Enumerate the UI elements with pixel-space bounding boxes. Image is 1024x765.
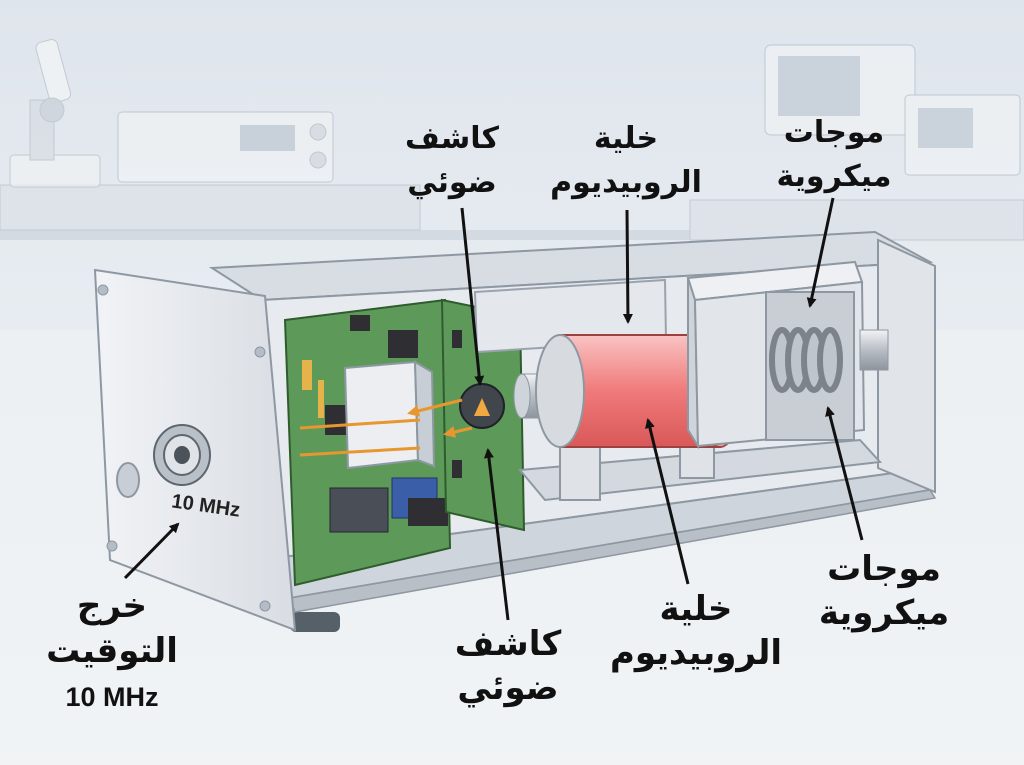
label-microwave-top: موجات ميكروية — [776, 115, 891, 194]
bench-instrument-left — [117, 111, 334, 183]
light-path — [407, 398, 473, 438]
label-line: موجات — [827, 549, 941, 589]
label-line: خلية — [594, 121, 658, 156]
label-rubidium-cell-bottom: خلية الروبيديوم — [610, 589, 782, 673]
label-line: خلية — [660, 589, 733, 629]
control-pcb — [283, 298, 452, 587]
microwave-cavity — [686, 260, 889, 450]
label-rubidium-cell-top: خلية الروبيديوم — [550, 121, 702, 200]
label-timing-output: خرج التوقيت 10 MHz — [46, 586, 178, 712]
label-line: ميكروية — [776, 159, 891, 194]
label-line: التوقيت — [46, 631, 178, 671]
front-panel: 10 MHz — [93, 268, 297, 632]
microscope-icon — [9, 39, 101, 188]
label-line: ضوئي — [457, 668, 558, 708]
microwave-coil-icon — [769, 327, 843, 393]
label-photodetector-bottom: كاشف ضوئي — [455, 624, 562, 708]
label-microwave-bottom: موجات ميكروية — [819, 549, 949, 633]
label-line: الروبيديوم — [610, 633, 782, 673]
label-line: ميكروية — [819, 593, 949, 633]
label-line: خرج — [77, 586, 147, 626]
label-line: 10 MHz — [65, 682, 158, 712]
label-line: الروبيديوم — [550, 165, 702, 200]
label-line: كاشف — [405, 121, 499, 156]
bench-monitor-right — [764, 44, 1021, 176]
label-line: ضوئي — [407, 165, 496, 200]
label-line: كاشف — [455, 624, 562, 664]
callout-arrows — [123, 197, 864, 621]
label-line: موجات — [784, 115, 884, 150]
bnc-connector-icon[interactable] — [153, 424, 211, 486]
label-photodetector-top: كاشف ضوئي — [405, 121, 499, 200]
